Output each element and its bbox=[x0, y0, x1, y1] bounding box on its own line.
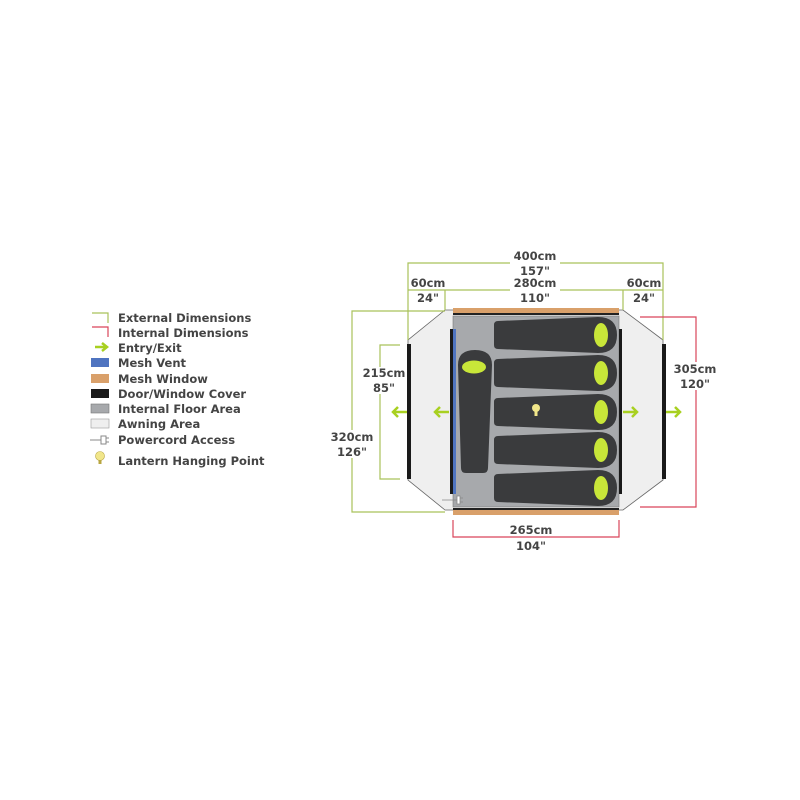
dim-total-depth-in: 126" bbox=[337, 445, 367, 459]
dim-inner-width-in: 110" bbox=[520, 291, 550, 305]
dim-total-width-in: 157" bbox=[520, 264, 550, 278]
sleeping-bag bbox=[494, 394, 617, 430]
dim-right-awning-in: 24" bbox=[633, 291, 655, 305]
awning-swatch-icon bbox=[90, 418, 110, 429]
dim-internal-width-cm: 265cm bbox=[510, 523, 553, 537]
mesh-window-swatch-icon bbox=[91, 374, 109, 383]
sleeping-bag-head bbox=[594, 438, 608, 462]
external-dimensions-icon bbox=[92, 312, 109, 323]
legend-label: Mesh Window bbox=[118, 372, 208, 386]
dim-total-width-cm: 400cm bbox=[514, 249, 557, 263]
entry-exit-arrows bbox=[391, 406, 682, 418]
legend: External Dimensions Internal Dimensions … bbox=[90, 311, 265, 468]
dim-right-awning-cm: 60cm bbox=[627, 276, 662, 290]
mesh-vent bbox=[453, 329, 456, 494]
sleeping-bag-head bbox=[594, 361, 608, 385]
dim-internal-width-in: 104" bbox=[516, 539, 546, 553]
dim-left-awning-in: 24" bbox=[417, 291, 439, 305]
legend-label: External Dimensions bbox=[118, 311, 251, 325]
door-right-outer bbox=[662, 344, 666, 479]
legend-label: Entry/Exit bbox=[118, 341, 182, 355]
entry-exit-arrow-icon bbox=[95, 342, 110, 352]
window-cover-bottom bbox=[453, 508, 619, 510]
door-left-inner bbox=[450, 329, 453, 494]
lantern-icon bbox=[532, 404, 540, 416]
dim-door-height-in: 85" bbox=[373, 381, 395, 395]
door-cover-swatch-icon bbox=[91, 389, 109, 398]
mesh-vent-swatch-icon bbox=[91, 358, 109, 367]
dim-internal-depth-cm: 305cm bbox=[674, 362, 717, 376]
entry-exit-arrow-icon bbox=[623, 406, 639, 418]
legend-label: Awning Area bbox=[118, 417, 200, 431]
sleeping-bag-head bbox=[594, 476, 608, 500]
entry-exit-arrow-icon bbox=[433, 406, 449, 418]
legend-label: Internal Dimensions bbox=[118, 326, 249, 340]
legend-label: Lantern Hanging Point bbox=[118, 454, 265, 468]
sleeping-bag-head bbox=[594, 323, 608, 347]
sleeping-bag bbox=[494, 432, 617, 468]
powercord-icon bbox=[442, 495, 463, 505]
dim-left-awning-cm: 60cm bbox=[411, 276, 446, 290]
sleeping-bag bbox=[494, 317, 617, 353]
sleeping-bags bbox=[458, 317, 617, 506]
entry-exit-arrow-icon bbox=[666, 406, 682, 418]
sleeping-bag-vertical bbox=[458, 350, 492, 473]
dim-total-depth-cm: 320cm bbox=[331, 430, 374, 444]
sleeping-bag-head bbox=[594, 400, 608, 424]
internal-dimensions-icon bbox=[92, 326, 109, 337]
sleeping-bag bbox=[494, 470, 617, 506]
legend-label: Internal Floor Area bbox=[118, 402, 241, 416]
mesh-window-bottom bbox=[453, 510, 619, 515]
internal-dimension-lines bbox=[452, 316, 697, 538]
door-left-outer bbox=[407, 344, 411, 479]
mesh-window-top bbox=[453, 308, 619, 313]
legend-label: Mesh Vent bbox=[118, 356, 187, 370]
legend-label: Door/Window Cover bbox=[118, 387, 246, 401]
floor-swatch-icon bbox=[90, 403, 110, 414]
window-cover-top bbox=[453, 313, 619, 315]
legend-label: Powercord Access bbox=[118, 433, 235, 447]
powercord-icon bbox=[90, 435, 109, 445]
dim-internal-depth-in: 120" bbox=[680, 377, 710, 391]
dim-inner-width-cm: 280cm bbox=[514, 276, 557, 290]
lantern-icon bbox=[95, 451, 105, 464]
door-right-inner bbox=[619, 329, 622, 494]
sleeping-bag bbox=[494, 355, 617, 391]
entry-exit-arrow-icon bbox=[391, 406, 407, 418]
dim-door-height-cm: 215cm bbox=[363, 366, 406, 380]
